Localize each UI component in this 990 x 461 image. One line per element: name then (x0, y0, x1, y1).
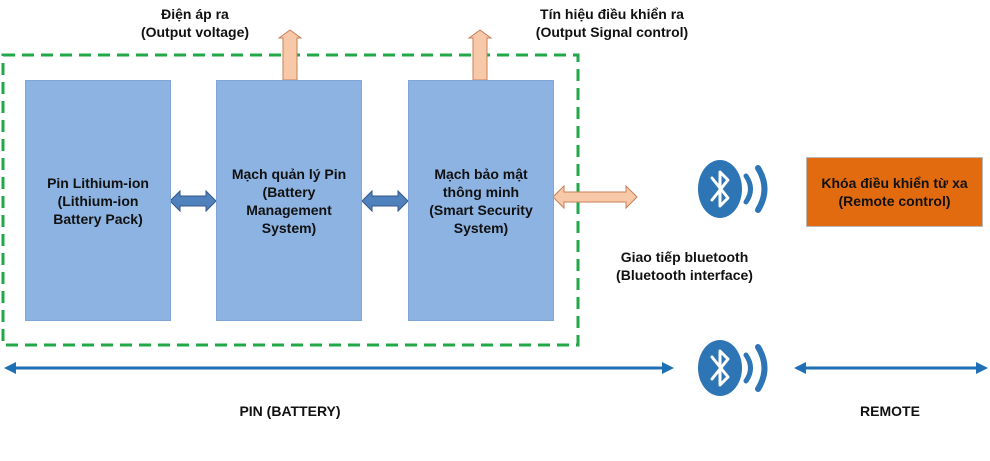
output-voltage-label-en: (Output voltage) (140, 24, 250, 40)
bms-line-1: Mạch quản lý Pin (231, 165, 347, 182)
remote-control-block: Khóa điều khiển từ xa (Remote control) (806, 157, 983, 227)
battery-pack-block: Pin Lithium-ion (Lithium-ion Battery Pac… (25, 80, 171, 321)
security-bluetooth-arrow (552, 184, 638, 210)
bms-line-2: (Battery (262, 183, 316, 200)
battery-section-text: PIN (BATTERY) (239, 403, 341, 419)
bluetooth-label-en: (Bluetooth interface) (616, 267, 753, 283)
bms-line-4: System) (261, 219, 317, 236)
security-line-4: System) (453, 219, 509, 236)
output-signal-label-en: (Output Signal control) (535, 24, 689, 40)
bluetooth-icon (698, 340, 768, 396)
battery-pack-line-3: Battery Pack) (53, 210, 143, 227)
battery-span-arrow (4, 362, 674, 374)
remote-section-label: REMOTE (830, 402, 950, 420)
bms-line-3: Management (246, 201, 332, 218)
security-line-1: Mạch bảo mật (434, 165, 528, 182)
battery-section-label: PIN (BATTERY) (190, 402, 390, 420)
output-signal-label: Tín hiệu điều khiển ra (Output Signal co… (512, 5, 712, 41)
remote-line-2: (Remote control) (838, 193, 951, 209)
battery-bms-arrow (169, 189, 217, 213)
bms-block: Mạch quản lý Pin (Battery Management Sys… (216, 80, 362, 321)
security-line-2: thông minh (442, 183, 520, 200)
output-signal-label-vi: Tín hiệu điều khiển ra (540, 6, 684, 22)
remote-span-arrow (794, 362, 988, 374)
output-voltage-label-vi: Điện áp ra (161, 6, 229, 22)
battery-pack-line-1: Pin Lithium-ion (47, 174, 149, 191)
output-voltage-arrow (277, 29, 303, 81)
security-line-3: (Smart Security (429, 201, 533, 218)
output-voltage-label: Điện áp ra (Output voltage) (100, 5, 290, 41)
output-signal-arrow (467, 29, 493, 81)
bluetooth-label-vi: Giao tiếp bluetooth (620, 249, 749, 265)
bluetooth-icon (698, 160, 768, 218)
remote-line-1: Khóa điều khiển từ xa (821, 175, 968, 191)
smart-security-block: Mạch bảo mật thông minh (Smart Security … (408, 80, 554, 321)
battery-pack-line-2: (Lithium-ion (57, 192, 139, 209)
bms-security-arrow (361, 189, 409, 213)
remote-section-text: REMOTE (860, 403, 920, 419)
bluetooth-interface-label: Giao tiếp bluetooth (Bluetooth interface… (592, 248, 777, 284)
